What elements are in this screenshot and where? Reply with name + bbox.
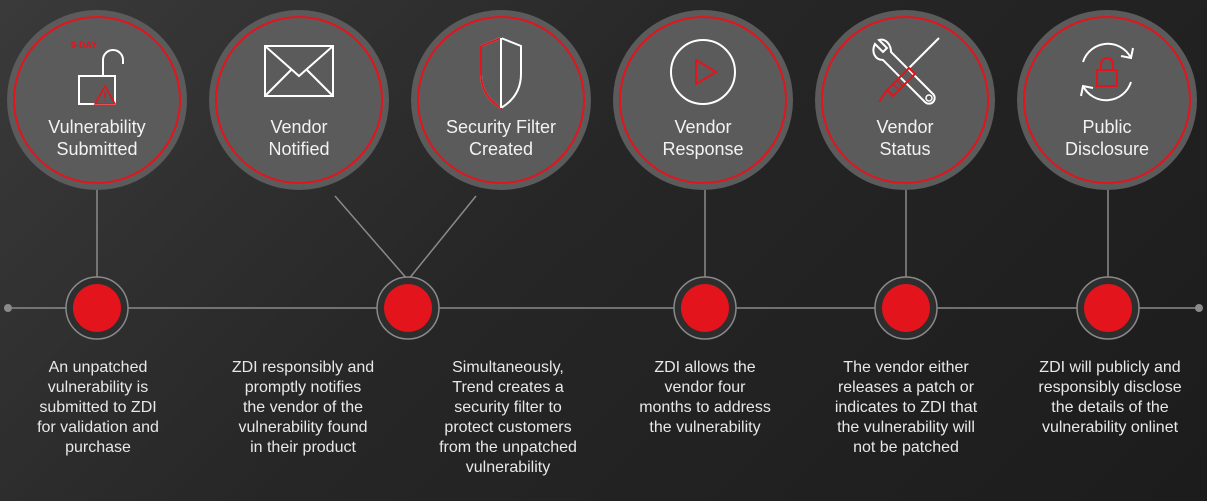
stage-vendor-notified: Vendor Notified bbox=[209, 10, 389, 190]
timeline-node-3 bbox=[673, 276, 737, 340]
stage-security-filter-created: Security Filter Created bbox=[411, 10, 591, 190]
stage-label: Vendor Notified bbox=[268, 117, 330, 159]
stage-public-disclosure: Public Disclosure bbox=[1017, 10, 1197, 190]
timeline-node-5 bbox=[1076, 276, 1140, 340]
description-vendor-status: The vendor either releases a patch or in… bbox=[834, 359, 978, 456]
stage-label: Security Filter Created bbox=[445, 117, 557, 159]
timeline-nodes bbox=[65, 276, 1140, 340]
timeline-axis bbox=[4, 304, 1203, 312]
stage-label: Vulnerability Submitted bbox=[48, 117, 146, 159]
stage-label: Vendor Status bbox=[876, 117, 934, 159]
stage-vendor-status: Vendor Status bbox=[815, 10, 995, 190]
lock-refresh-icon bbox=[1080, 42, 1134, 102]
description-vendor-response: ZDI allows the vendor four months to add… bbox=[639, 359, 771, 436]
wrench-screwdriver-icon bbox=[872, 37, 940, 105]
stage-connectors bbox=[96, 190, 1109, 281]
play-circle-icon bbox=[670, 39, 736, 105]
timeline-node-4 bbox=[874, 276, 938, 340]
stage-vendor-response: Vendor Response bbox=[613, 10, 793, 190]
description-public-disclosure: ZDI will publicly and responsibly disclo… bbox=[1038, 359, 1182, 436]
zero-day-badge: 0-DAY bbox=[71, 40, 97, 50]
description-vulnerability-submitted: An unpatched vulnerability is submitted … bbox=[37, 359, 159, 456]
description-vendor-notified: ZDI responsibly and promptly notifies th… bbox=[231, 359, 375, 456]
stage-vulnerability-submitted: 0-DAY Vulnerability Submitted bbox=[7, 10, 187, 190]
connector-2 bbox=[334, 195, 409, 281]
shield-icon bbox=[480, 36, 522, 110]
envelope-icon bbox=[264, 45, 334, 97]
stage-label: Public Disclosure bbox=[1064, 117, 1150, 159]
timeline-node-2 bbox=[376, 276, 440, 340]
unlocked-padlock-warning-icon: 0-DAY bbox=[71, 40, 124, 105]
connector-3 bbox=[407, 195, 477, 281]
stage-label: Vendor Response bbox=[662, 117, 744, 159]
timeline-start-dot bbox=[4, 304, 12, 312]
timeline-end-dot bbox=[1195, 304, 1203, 312]
timeline-node-1 bbox=[65, 276, 129, 340]
description-security-filter-created: Simultaneously, Trend creates a security… bbox=[439, 359, 577, 476]
